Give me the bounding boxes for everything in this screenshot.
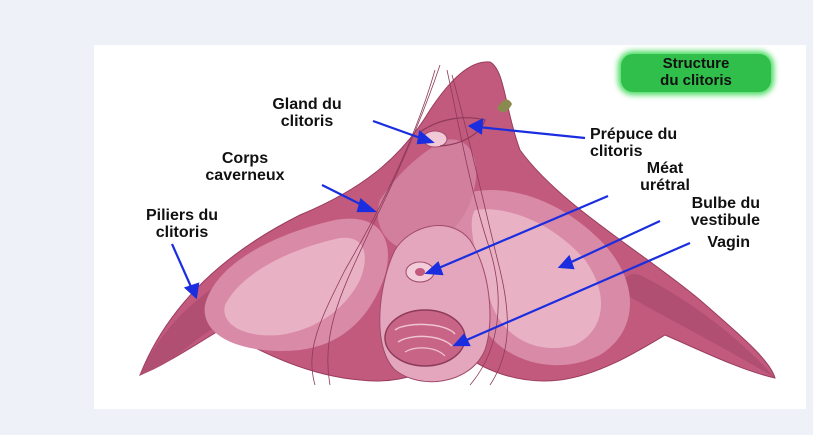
label-meat: Méat urétral bbox=[600, 160, 730, 194]
label-bulbe: Bulbe du vestibule bbox=[640, 195, 760, 229]
label-vagin: Vagin bbox=[650, 234, 750, 251]
label-prepuce: Prépuce du clitoris bbox=[590, 126, 677, 160]
label-corps: Corps caverneux bbox=[170, 150, 320, 184]
label-gland: Gland du clitoris bbox=[232, 96, 382, 130]
arrow-piliers bbox=[172, 244, 192, 289]
vaginal-opening bbox=[385, 310, 465, 366]
diagram-title: Structure du clitoris bbox=[621, 55, 771, 89]
label-piliers: Piliers du clitoris bbox=[112, 207, 252, 241]
